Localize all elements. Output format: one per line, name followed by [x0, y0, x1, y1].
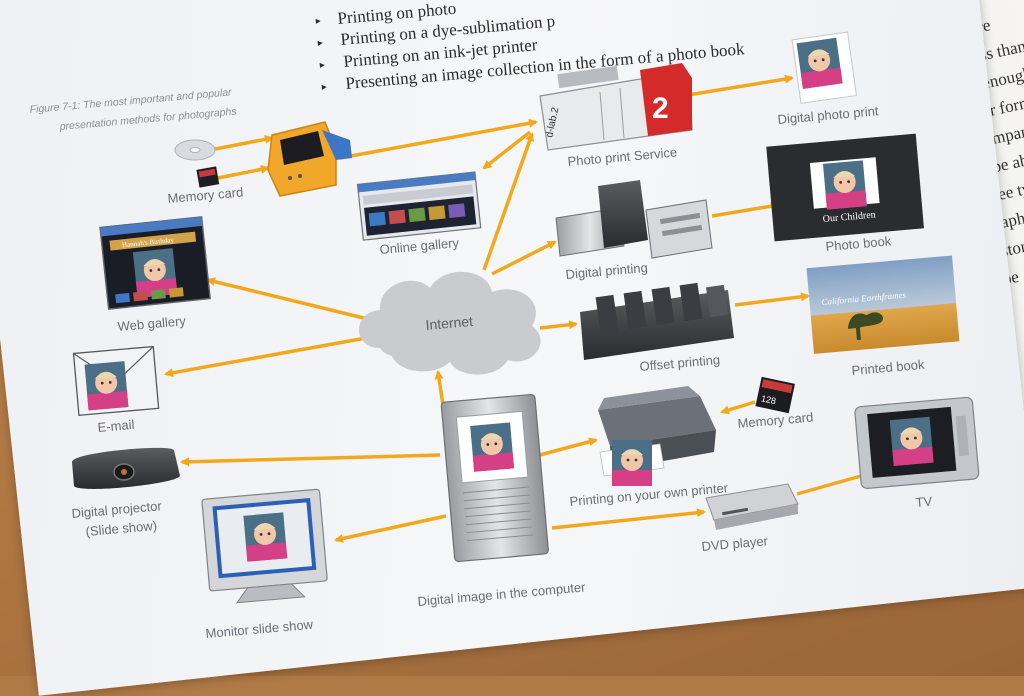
internet-label: Internet: [425, 313, 474, 333]
printed-book-label: Printed book: [851, 357, 926, 378]
arrow-print-service-to-online-gallery: [482, 130, 532, 170]
arrow-internet-to-email: [164, 336, 367, 378]
figure-caption: Figure 7-1: The most important and popul…: [29, 86, 238, 133]
arrow-offset-to-printed-book: [734, 292, 810, 307]
arrow-computer-to-projector: [180, 453, 441, 467]
photo-kiosk-icon: [267, 121, 352, 197]
online-gallery-label: Online gallery: [379, 235, 460, 257]
flow-arrows: [164, 74, 870, 543]
online-gallery-window-icon: [356, 171, 482, 241]
email-label: E-mail: [97, 417, 135, 435]
arrow-card-to-printer: [720, 400, 756, 415]
cd-disc-icon: [174, 139, 216, 161]
arrow-cd-to-kiosk: [209, 134, 274, 152]
arrow-kiosk-to-print-service: [339, 118, 538, 160]
monitor-slide-show-icon: [201, 488, 328, 604]
memory-card-label-2: Memory card: [737, 409, 814, 431]
memory-card-icon: [196, 166, 220, 188]
digital-projector-icon: [72, 447, 180, 489]
bullet-mark: ▸: [319, 60, 325, 71]
memory-card-capacity: 128: [760, 393, 777, 406]
digital-printing-press-icon: [555, 180, 713, 259]
bullet-mark: ▸: [317, 38, 323, 49]
photo-print-service-machine-icon: d-lab.2 2: [539, 63, 693, 151]
offset-printing-label: Offset printing: [639, 352, 721, 374]
arrow-dvd-to-tv: [796, 471, 870, 496]
photo-book-label: Photo book: [825, 233, 892, 254]
web-gallery-label: Web gallery: [117, 313, 187, 334]
arrow-digital-printing-to-photo-book: [711, 201, 780, 218]
dvd-player-label: DVD player: [701, 533, 769, 554]
bullet-mark: ▸: [315, 16, 321, 27]
internet-cloud-icon: Internet: [359, 271, 541, 375]
dvd-player-icon: [705, 483, 799, 530]
arrow-internet-to-offset: [539, 320, 578, 330]
tv-label: TV: [915, 494, 933, 510]
presentation-methods-diagram: ▸ Printing on photo ▸ Printing on a dye-…: [29, 0, 980, 641]
memory-card-label: Memory card: [167, 184, 244, 206]
photo-book-title: Our Children: [822, 209, 876, 225]
digital-photo-print-image: [791, 31, 858, 104]
bullet-mark: ▸: [321, 82, 327, 93]
machine-number-badge: 2: [652, 92, 669, 125]
arrow-internet-to-digital-printing: [491, 240, 557, 276]
computer-tower-icon: [440, 393, 549, 563]
monitor-slide-show-label: Monitor slide show: [205, 617, 314, 641]
tower-vent-grille: [462, 486, 533, 542]
printed-book-image: California Earthframes: [806, 255, 960, 354]
inkjet-printer-icon: [598, 386, 716, 486]
arrow-internet-to-web-gallery: [206, 277, 381, 324]
photo-print-service-label: Photo print Service: [567, 144, 678, 169]
memory-card-128-icon: 128: [755, 376, 795, 414]
arrow-print-service-to-photo-print: [687, 74, 794, 97]
arrow-card-to-kiosk: [217, 164, 270, 180]
photo-book-image: Our Children: [766, 133, 924, 242]
offset-printing-press-icon: [580, 282, 734, 360]
digital-printing-label: Digital printing: [565, 260, 648, 282]
digital-projector-sublabel: (Slide show): [85, 518, 158, 539]
digital-photo-print-label: Digital photo print: [777, 103, 879, 127]
arrow-computer-to-dvd: [551, 508, 706, 530]
arrow-computer-to-monitor: [334, 514, 447, 543]
arrow-internet-to-print-service: [482, 132, 534, 271]
arrow-computer-to-printer: [535, 437, 598, 458]
web-gallery-window-icon: Hannah's Birthday: [99, 216, 211, 310]
email-envelope-icon: [72, 345, 160, 416]
digital-image-computer-label: Digital image in the computer: [417, 579, 587, 609]
tv-icon: [854, 396, 980, 490]
